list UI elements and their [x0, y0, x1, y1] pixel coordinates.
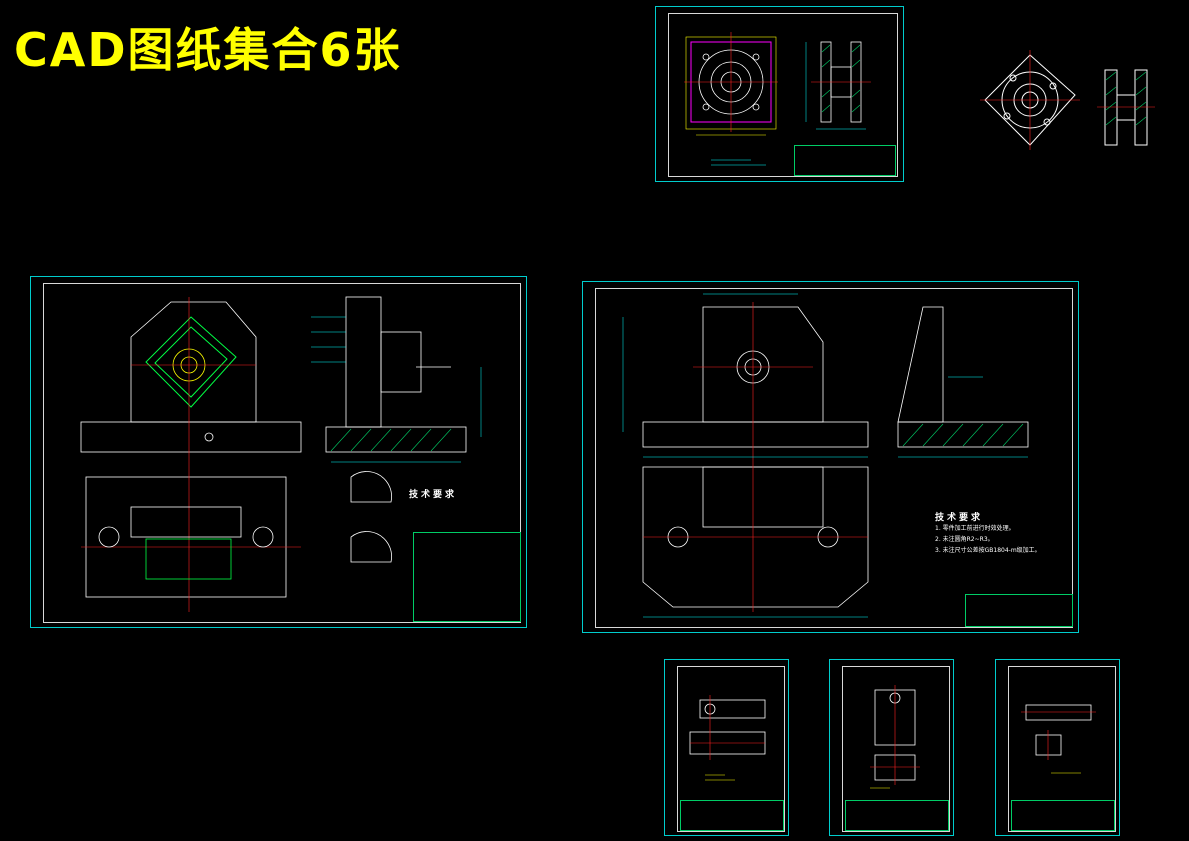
fixture-body-views	[622, 293, 1029, 618]
title-block	[794, 145, 896, 176]
part-views	[689, 695, 766, 781]
flange-views	[684, 32, 871, 166]
assembly-views	[80, 296, 482, 612]
drawing-frame	[1008, 666, 1116, 832]
part-views	[870, 685, 920, 789]
part-views	[1021, 704, 1096, 774]
title-block	[965, 594, 1073, 627]
technical-requirements: 技术要求 1. 零件加工前进行时效处理。 2. 未注圆角R2~R3。 3. 未注…	[935, 513, 1041, 554]
flange-part-drawing[interactable]	[655, 6, 904, 182]
part-drawing-small-3[interactable]	[995, 659, 1120, 836]
assembly-drawing[interactable]: 技术要求	[30, 276, 527, 628]
drawing-frame	[595, 288, 1073, 628]
fixture-body-drawing[interactable]: 技术要求 1. 零件加工前进行时效处理。 2. 未注圆角R2~R3。 3. 未注…	[582, 281, 1079, 633]
title-block	[413, 532, 521, 622]
title-block	[1011, 800, 1115, 831]
technical-requirements: 技术要求	[409, 490, 458, 500]
drawing-frame	[677, 666, 785, 832]
title-block	[680, 800, 784, 831]
part-drawing-small-1[interactable]	[664, 659, 789, 836]
title-block	[845, 800, 949, 831]
page-title: CAD图纸集合6张	[14, 23, 402, 77]
drawing-frame	[842, 666, 950, 832]
drawing-frame	[43, 283, 521, 623]
part-drawing-small-2[interactable]	[829, 659, 954, 836]
drawing-frame	[668, 13, 898, 177]
loose-flange-sketch	[980, 50, 1155, 150]
